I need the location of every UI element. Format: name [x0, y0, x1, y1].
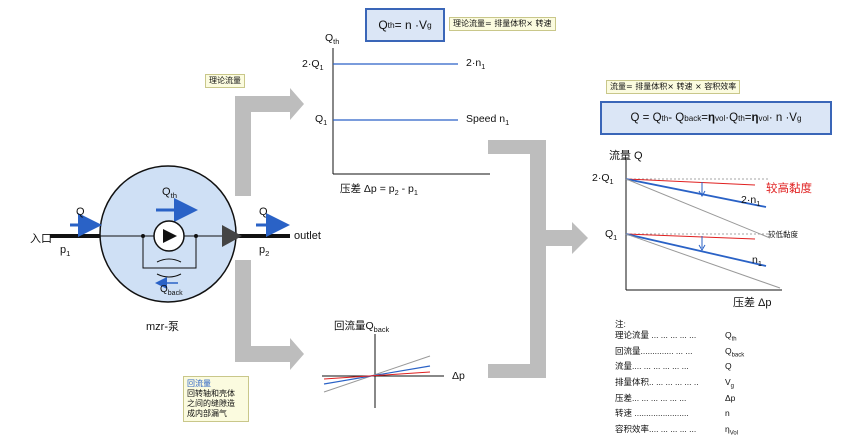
inlet-label: 入口	[30, 233, 52, 245]
legend-title: 注:	[615, 319, 626, 329]
inlet-p-label: p1	[60, 244, 71, 259]
flow-n1-gray	[625, 233, 781, 289]
arrow-to-backflow-chart	[235, 260, 304, 370]
theory-line-2n1-label: 2·n1	[466, 57, 486, 72]
flow-x-axis-label: 压差 Δp	[733, 297, 772, 309]
flow-n1-red	[625, 233, 756, 240]
check-valve-icon	[222, 225, 242, 247]
legend-row: 排量体积.. ... ... ... ... ..Vg	[615, 377, 734, 390]
legend-row: 回流量.............. ... ...Qback	[615, 345, 745, 359]
flow-2n1-red	[625, 178, 756, 186]
flow-2n1-blue	[625, 178, 767, 208]
rotor-direction-icon	[163, 229, 177, 243]
arrow-combine-to-flow	[488, 140, 588, 378]
theory-flow-tag: 理论流量	[205, 74, 245, 88]
backflow-chart	[322, 334, 444, 408]
legend-row: 流量.... ... ... ... ... ...Q	[615, 361, 732, 372]
flow-y-axis-label: 流量 Q	[609, 150, 643, 162]
flow-chart	[625, 160, 782, 291]
theory-flow-note: 理论流量= 排量体积× 转速	[449, 17, 556, 31]
theory-flow-chart	[332, 48, 490, 175]
outlet-p-label: p2	[259, 244, 270, 259]
qth-label: Qth	[162, 186, 177, 201]
backflow-y-axis-label: 回流量Qback	[334, 320, 390, 335]
backflow-note: 回流量 回转轴和壳体 之间的缝隙造 成内部漏气	[183, 376, 249, 422]
flow-2n1-gray	[625, 178, 771, 239]
flow-n1-label: n1	[752, 254, 762, 269]
theory-line-speed-label: Speed n1	[466, 113, 510, 128]
pump-name: mzr-泵	[146, 321, 179, 333]
connector-arrows	[235, 88, 588, 378]
high-viscosity-label: 较高黏度	[766, 183, 812, 195]
arrow-to-theory-chart	[235, 88, 304, 196]
backflow-x-axis-label: Δp	[452, 370, 465, 382]
flow-2n1-label: 2·n1	[741, 194, 761, 209]
qback-label: Qback	[160, 284, 183, 297]
flow-note: 流量= 排量体积× 转速 × 容积效率	[606, 80, 741, 94]
legend-row: 转速 .......................n	[615, 408, 730, 419]
theory-x-axis-label: 压差 Δp = p2 - p1	[340, 183, 418, 198]
theory-tick-q1: Q1	[315, 113, 328, 128]
symbol-legend: 注: 理论流量 ... ... ... ... ...Qth 回流量......…	[615, 319, 755, 440]
formula-lhs: Q	[378, 18, 388, 32]
backflow-line-gray	[323, 355, 431, 393]
inlet-q-label: Q	[76, 206, 85, 218]
low-viscosity-label: 较低黏度	[768, 230, 798, 239]
legend-row: 容积效率.... ... ... ... ...ηVol	[615, 424, 738, 437]
backflow-line-red	[323, 371, 431, 380]
flow-n1-blue	[625, 233, 767, 267]
flow-tick-q1: Q1	[605, 228, 618, 243]
pump-diagram	[50, 165, 290, 303]
theory-y-axis-label: Qth	[325, 32, 340, 47]
legend-row: 理论流量 ... ... ... ... ...Qth	[615, 330, 737, 343]
outlet-q-label: Q	[259, 206, 268, 218]
theory-tick-2q1: 2·Q1	[302, 58, 324, 73]
outlet-label: outlet	[294, 230, 321, 242]
backflow-loop	[142, 236, 197, 269]
legend-row: 压差... ... ... ... ... ...Δp	[615, 392, 736, 403]
flow-tick-2q1: 2·Q1	[592, 172, 614, 187]
